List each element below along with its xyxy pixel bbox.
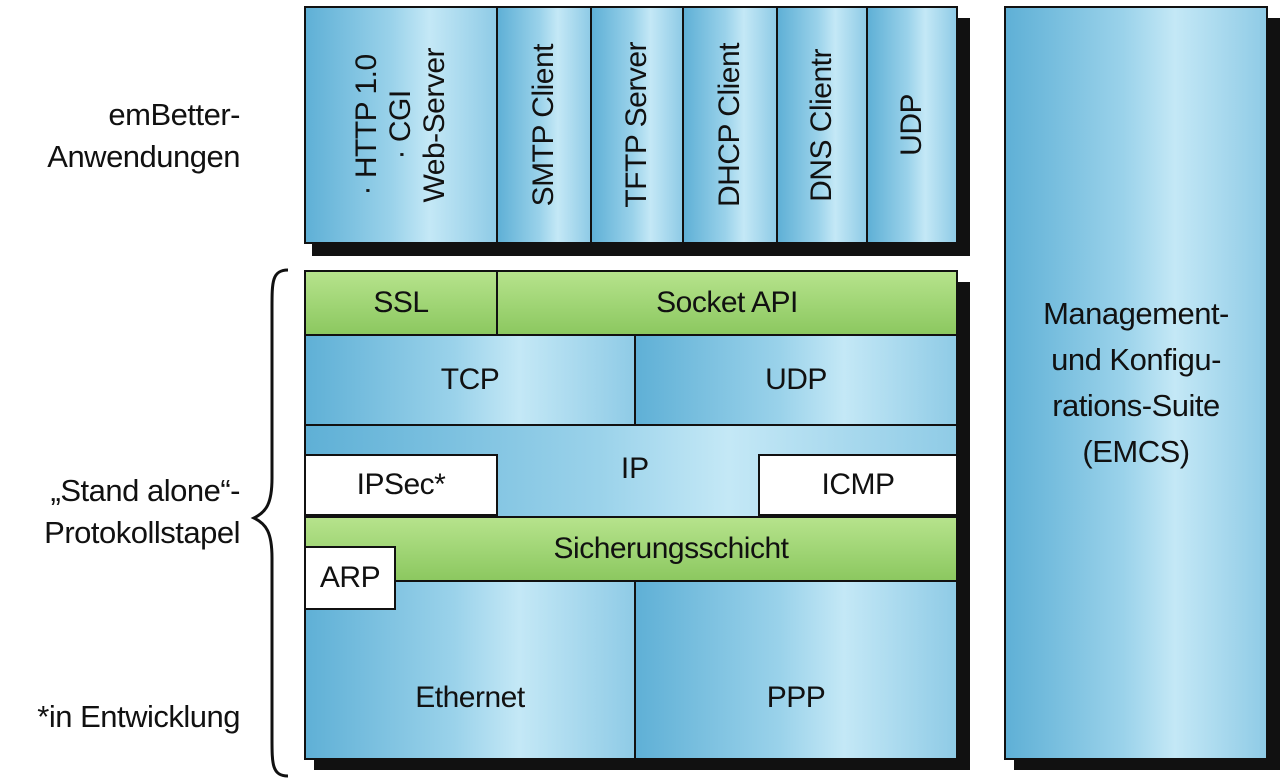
- ppp-layer: PPP: [634, 580, 958, 760]
- stack-brace: [250, 268, 289, 778]
- stack-label: „Stand alone“- Protokollstapel: [44, 473, 240, 550]
- applications-label: emBetter- Anwendungen: [47, 97, 240, 174]
- app-web-server-line-1: Web-Server: [418, 47, 451, 203]
- ethernet-label: Ethernet: [415, 681, 525, 714]
- icmp-label: ICMP: [821, 468, 896, 501]
- tcp-layer: TCP: [304, 334, 636, 426]
- app-dhcp-client: DHCP Client: [682, 6, 778, 244]
- app-web-server-line-2: · CGI: [384, 90, 417, 160]
- ipsec-box: IPSec*: [304, 454, 498, 516]
- app-tftp-server: TFTP Server: [590, 6, 684, 244]
- icmp-box: ICMP: [758, 454, 958, 516]
- app-smtp-client: SMTP Client: [496, 6, 592, 244]
- app-web-server-line-3: · HTTP 1.0: [350, 54, 383, 196]
- app-udp-label: UDP: [895, 94, 928, 156]
- ppp-label: PPP: [766, 681, 826, 714]
- ssl-layer: SSL: [304, 270, 498, 336]
- udp-layer: UDP: [634, 334, 958, 426]
- footnote-label: *in Entwicklung: [37, 699, 240, 734]
- management-label: Management- und Konfigu- rations-Suite (…: [1043, 296, 1229, 469]
- app-web-server: Web-Server · CGI · HTTP 1.0: [304, 6, 498, 244]
- ipsec-label: IPSec*: [356, 468, 446, 501]
- data-link-label: Sicherungsschicht: [553, 532, 789, 565]
- ssl-label: SSL: [373, 286, 429, 319]
- arp-label: ARP: [319, 561, 381, 594]
- arp-box: ARP: [304, 546, 396, 610]
- management-suite: Management- und Konfigu- rations-Suite (…: [1004, 6, 1268, 760]
- data-link-layer: Sicherungsschicht: [304, 516, 958, 582]
- app-dns-client: DNS Clientr: [776, 6, 868, 244]
- app-udp: UDP: [866, 6, 958, 244]
- ethernet-layer: Ethernet: [304, 580, 636, 760]
- app-dns-client-label: DNS Clientr: [805, 48, 838, 202]
- ip-label: IP: [620, 452, 650, 485]
- udp-label: UDP: [765, 363, 827, 396]
- app-tftp-server-label: TFTP Server: [620, 42, 653, 208]
- app-dhcp-client-label: DHCP Client: [713, 43, 746, 207]
- socket-api-layer: Socket API: [496, 270, 958, 336]
- socket-api-label: Socket API: [656, 286, 798, 319]
- tcp-label: TCP: [440, 363, 500, 396]
- app-smtp-client-label: SMTP Client: [527, 43, 560, 207]
